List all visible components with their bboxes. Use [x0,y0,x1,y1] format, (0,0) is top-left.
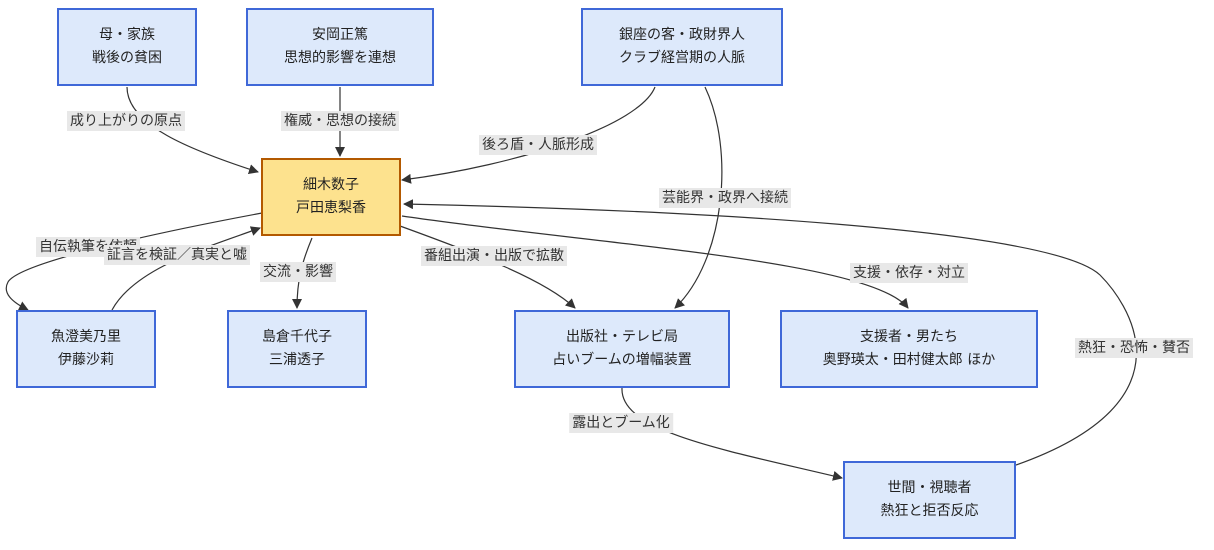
node-media[interactable]: 出版社・テレビ局 占いブームの増幅装置 [514,310,730,388]
edge-label-hosoki-shimakura: 交流・影響 [260,262,336,282]
edge-label-media-public: 露出とブーム化 [569,413,673,433]
node-mother-family-line1: 母・家族 [99,27,155,43]
node-public[interactable]: 世間・視聴者 熱狂と拒否反応 [843,461,1016,539]
node-mother-family-line2: 戦後の貧困 [92,50,162,66]
edge-label-ginza-media: 芸能界・政界へ接続 [659,188,791,208]
node-media-line2: 占いブームの増幅装置 [552,352,692,368]
edge-ginza-hosoki [401,86,656,184]
edge-media-public [621,387,843,481]
node-ginza[interactable]: 銀座の客・政財界人 クラブ経営期の人脈 [581,8,783,86]
node-shimakura-line2: 三浦透子 [269,352,325,368]
edge-hosoki-supporters [401,215,909,309]
node-yasuoka-line1: 安岡正篤 [312,27,368,43]
node-ginza-line1: 銀座の客・政財界人 [619,27,745,43]
node-public-line1: 世間・視聴者 [887,480,972,496]
node-media-line1: 出版社・テレビ局 [566,329,678,345]
edge-mother-hosoki [126,86,259,174]
node-uozumi-line1: 魚澄美乃里 [51,329,121,345]
node-public-line2: 熱狂と拒否反応 [880,503,979,519]
edge-label-mother-hosoki: 成り上がりの原点 [67,111,185,131]
node-uozumi[interactable]: 魚澄美乃里 伊藤沙莉 [16,310,156,388]
edge-public-hosoki [403,199,1137,466]
node-shimakura-line1: 島倉千代子 [262,329,332,345]
node-supporters-line2: 奥野瑛太・田村健太郎 ほか [822,352,996,368]
edge-hosoki-media [399,225,576,309]
edge-label-hosoki-media: 番組出演・出版で拡散 [421,246,567,266]
node-hosoki-center[interactable]: 細木数子 戸田恵梨香 [261,158,401,236]
node-supporters[interactable]: 支援者・男たち 奥野瑛太・田村健太郎 ほか [780,310,1038,388]
node-supporters-line1: 支援者・男たち [860,329,958,345]
node-ginza-line2: クラブ経営期の人脈 [619,50,745,66]
edge-hosoki-uozumi [5,212,263,311]
node-hosoki-line1: 細木数子 [303,177,359,193]
edge-label-hosoki-supporters: 支援・依存・対立 [850,263,968,283]
edge-label-public-hosoki: 熱狂・恐怖・賛否 [1075,338,1193,358]
node-shimakura[interactable]: 島倉千代子 三浦透子 [227,310,367,388]
node-mother-family[interactable]: 母・家族 戦後の貧困 [57,8,197,86]
node-hosoki-line2: 戸田恵梨香 [296,200,366,216]
node-yasuoka[interactable]: 安岡正篤 思想的影響を連想 [246,8,434,86]
edge-label-yasuoka-hosoki: 権威・思想の接続 [281,111,399,131]
node-uozumi-line2: 伊藤沙莉 [58,352,114,368]
edge-label-ginza-hosoki: 後ろ盾・人脈形成 [479,135,597,155]
node-yasuoka-line2: 思想的影響を連想 [284,50,396,66]
edge-label-uozumi-hosoki: 証言を検証／真実と嘘 [104,245,250,265]
